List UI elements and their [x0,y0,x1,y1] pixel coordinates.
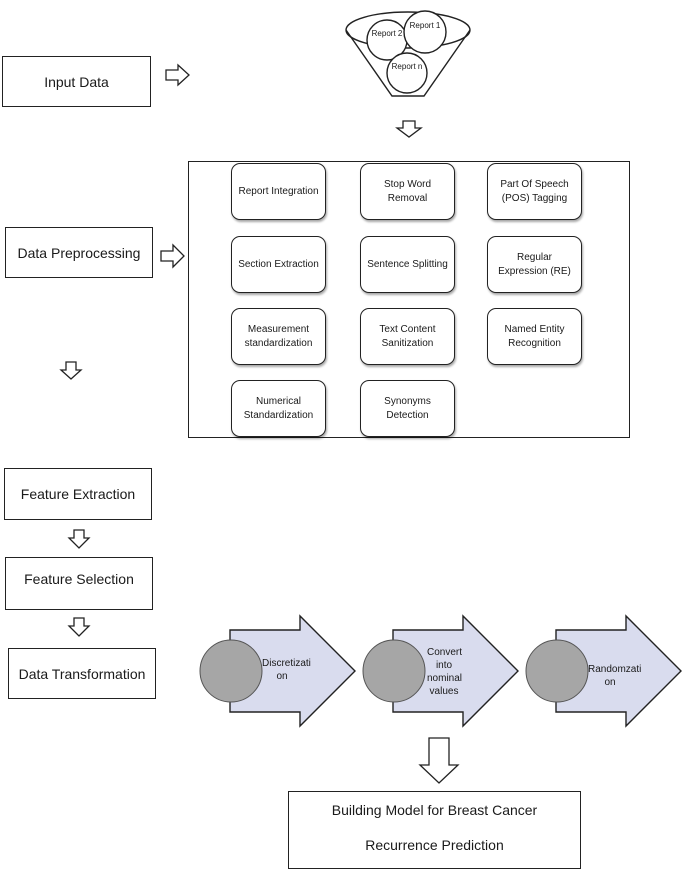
input-data-box: Input Data [2,56,151,107]
feature-extraction-box: Feature Extraction [4,468,152,520]
step-circle-2 [362,639,426,703]
report-1-label: Report 1 [409,21,441,30]
step-circle-3 [525,639,589,703]
final-model-line-2: Recurrence Prediction [365,837,504,853]
feature-selection-box: Feature Selection [5,557,153,610]
down-arrow-icon [418,737,460,784]
chevron-arrow-3 [555,614,682,728]
task-measurement-standardization: Measurement standardization [231,308,326,365]
final-model-line-1: Building Model for Breast Cancer [331,802,538,818]
chevron-arrow-1 [229,614,356,728]
task-stop-word-removal: Stop Word Removal [360,163,455,220]
down-arrow-icon [67,529,91,549]
right-arrow-icon [160,243,185,269]
task-section-extraction: Section Extraction [231,236,326,293]
step-label-convert-nominal: Convert into nominal values [427,647,463,697]
funnel-icon [345,10,471,97]
report-1-circle [403,10,447,54]
task-sentence-splitting: Sentence Splitting [360,236,455,293]
step-circle-1 [199,639,263,703]
task-synonyms-detection: Synonyms Detection [360,380,455,437]
report-n-circle [386,52,428,94]
task-regular-expression: Regular Expression (RE) [487,236,582,293]
data-preprocessing-box: Data Preprocessing [5,227,153,278]
task-named-entity-recognition: Named Entity Recognition [487,308,582,365]
step-label-randomization: Randomzati on [588,664,642,688]
report-2-label: Report 2 [371,29,403,38]
chevron-arrow-2 [392,614,519,728]
task-report-integration: Report Integration [231,163,326,220]
task-text-content-sanitization: Text Content Sanitization [360,308,455,365]
right-arrow-icon [165,63,190,87]
step-label-discretization: Discretizati on [262,658,311,682]
data-transformation-box: Data Transformation [8,648,156,699]
report-n-label: Report n [391,62,423,71]
down-arrow-icon [395,120,423,138]
task-pos-tagging: Part Of Speech (POS) Tagging [487,163,582,220]
down-arrow-icon [59,361,83,380]
task-numerical-standardization: Numerical Standardization [231,380,326,437]
down-arrow-icon [67,617,91,637]
final-model-box: Building Model for Breast Cancer Recurre… [288,791,581,869]
